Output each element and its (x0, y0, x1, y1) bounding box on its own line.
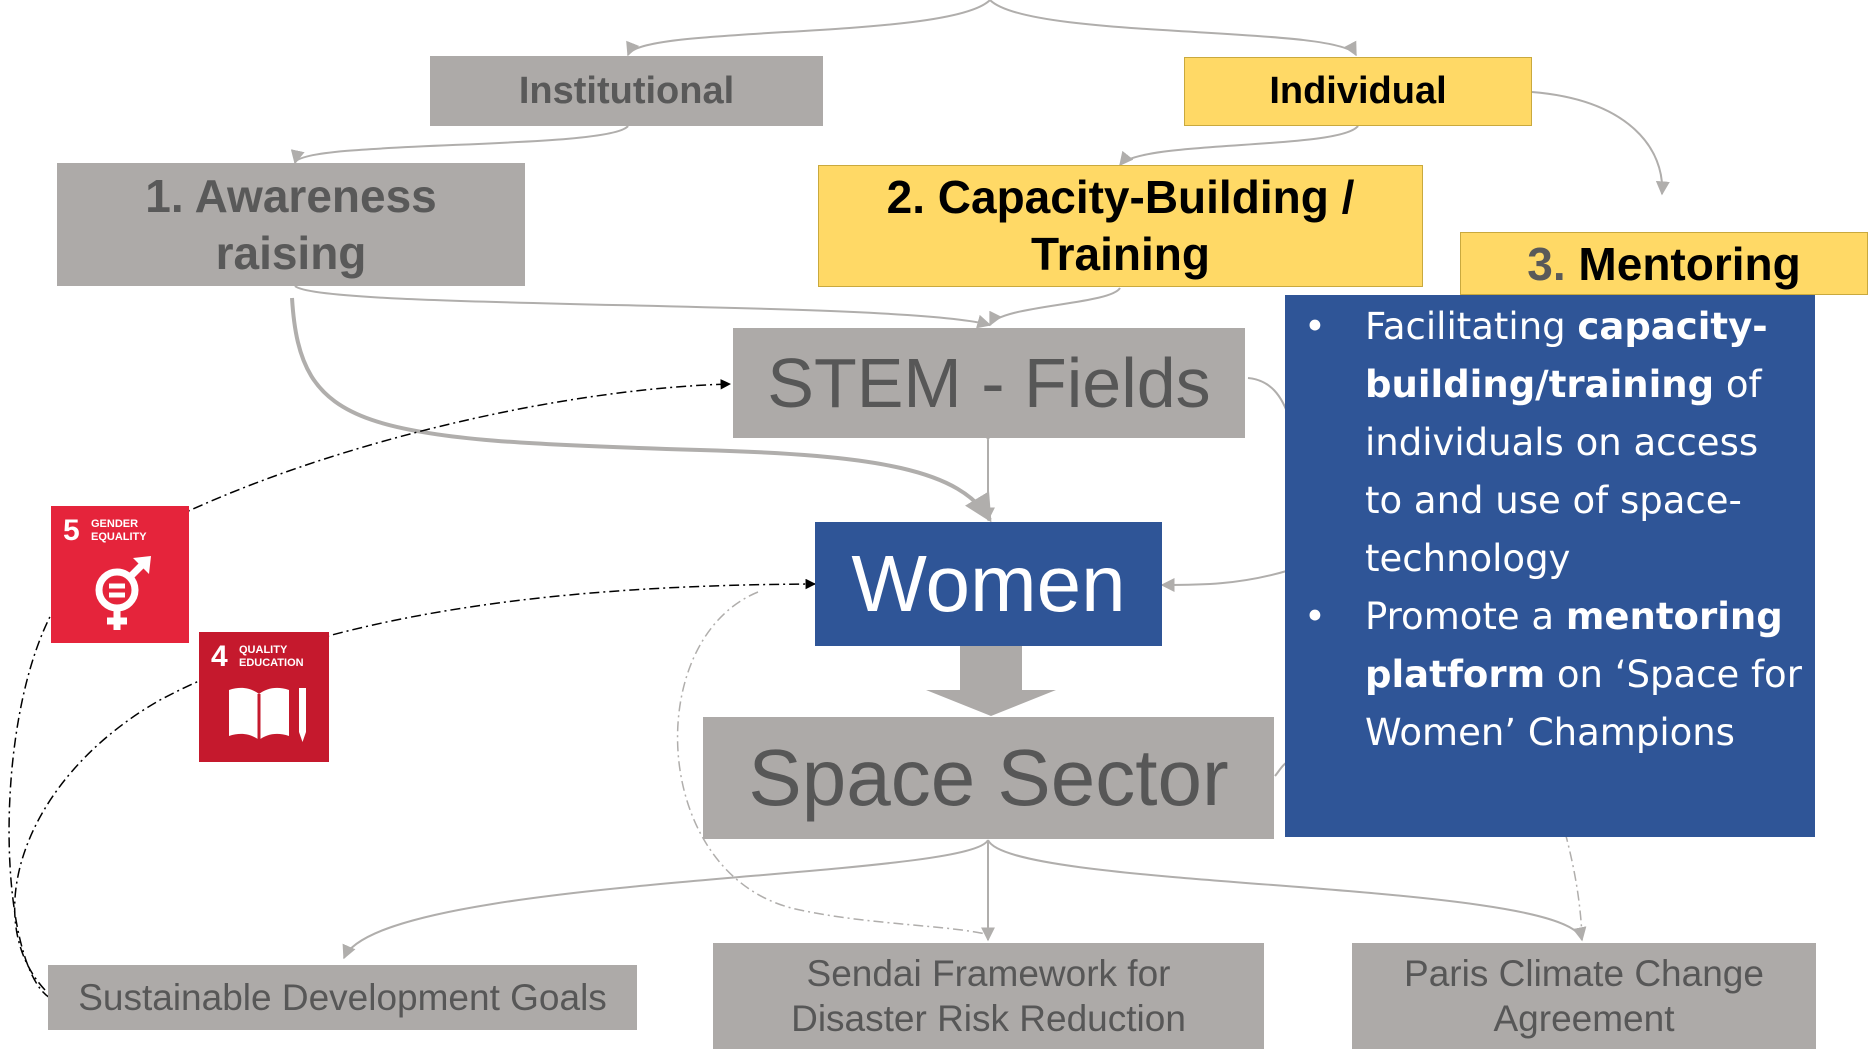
sdg-goal-4-number: 4 (211, 640, 228, 673)
mentoring-point-1-text-a: Facilitating (1365, 305, 1578, 348)
institutional-box: Institutional (430, 56, 823, 126)
sdg-goal-5-gender-equality-icon: 5 GENDER EQUALITY (51, 506, 189, 643)
individual-box: Individual (1184, 57, 1532, 126)
sdg-goal-4-quality-education-icon: 4 QUALITY EDUCATION (199, 632, 329, 762)
mentoring-point-2-text-a: Promote a (1365, 595, 1566, 638)
mentoring-label: Mentoring (1578, 237, 1801, 290)
mentoring-point-1-text-c: of individuals on access to and use of s… (1365, 363, 1762, 580)
gender-equality-symbol-icon (95, 556, 151, 630)
sdg-goal-5-number: 5 (63, 514, 80, 547)
mentoring-points-list: Facilitating capacity-building/training … (1285, 298, 1805, 762)
sendai-framework-box: Sendai Framework for Disaster Risk Reduc… (713, 943, 1264, 1049)
open-book-pencil-icon (229, 687, 306, 742)
stem-fields-box: STEM - Fields (733, 328, 1245, 438)
mentoring-point-2: Promote a mentoring platform on ‘Space f… (1285, 588, 1805, 762)
sdg-framework-box: Sustainable Development Goals (48, 965, 637, 1030)
mentoring-point-2-text-c: on ‘Space for Women’ Champions (1365, 653, 1802, 754)
awareness-raising-box: 1. Awareness raising (57, 163, 525, 286)
mentoring-point-1-highlight: capacity-building/training (1365, 305, 1768, 406)
sdg-goal-4-label: QUALITY EDUCATION (239, 644, 304, 669)
sdg-goal-5-label: GENDER EQUALITY (91, 518, 147, 543)
paris-agreement-box: Paris Climate Change Agreement (1352, 943, 1816, 1049)
mentoring-box: 3. Mentoring (1460, 232, 1868, 295)
mentoring-point-2-highlight: mentoring platform (1365, 595, 1783, 696)
mentoring-number: 3. (1527, 237, 1566, 290)
sendai-line-1: Sendai Framework for (806, 953, 1171, 994)
paris-line-2: Agreement (1493, 998, 1675, 1039)
sendai-line-2: Disaster Risk Reduction (791, 998, 1186, 1039)
space-sector-box: Space Sector (703, 717, 1274, 839)
paris-line-1: Paris Climate Change (1404, 953, 1764, 994)
mentoring-point-1: Facilitating capacity-building/training … (1285, 298, 1805, 588)
capacity-building-box: 2. Capacity-Building / Training (818, 165, 1423, 287)
women-box: Women (815, 522, 1162, 646)
